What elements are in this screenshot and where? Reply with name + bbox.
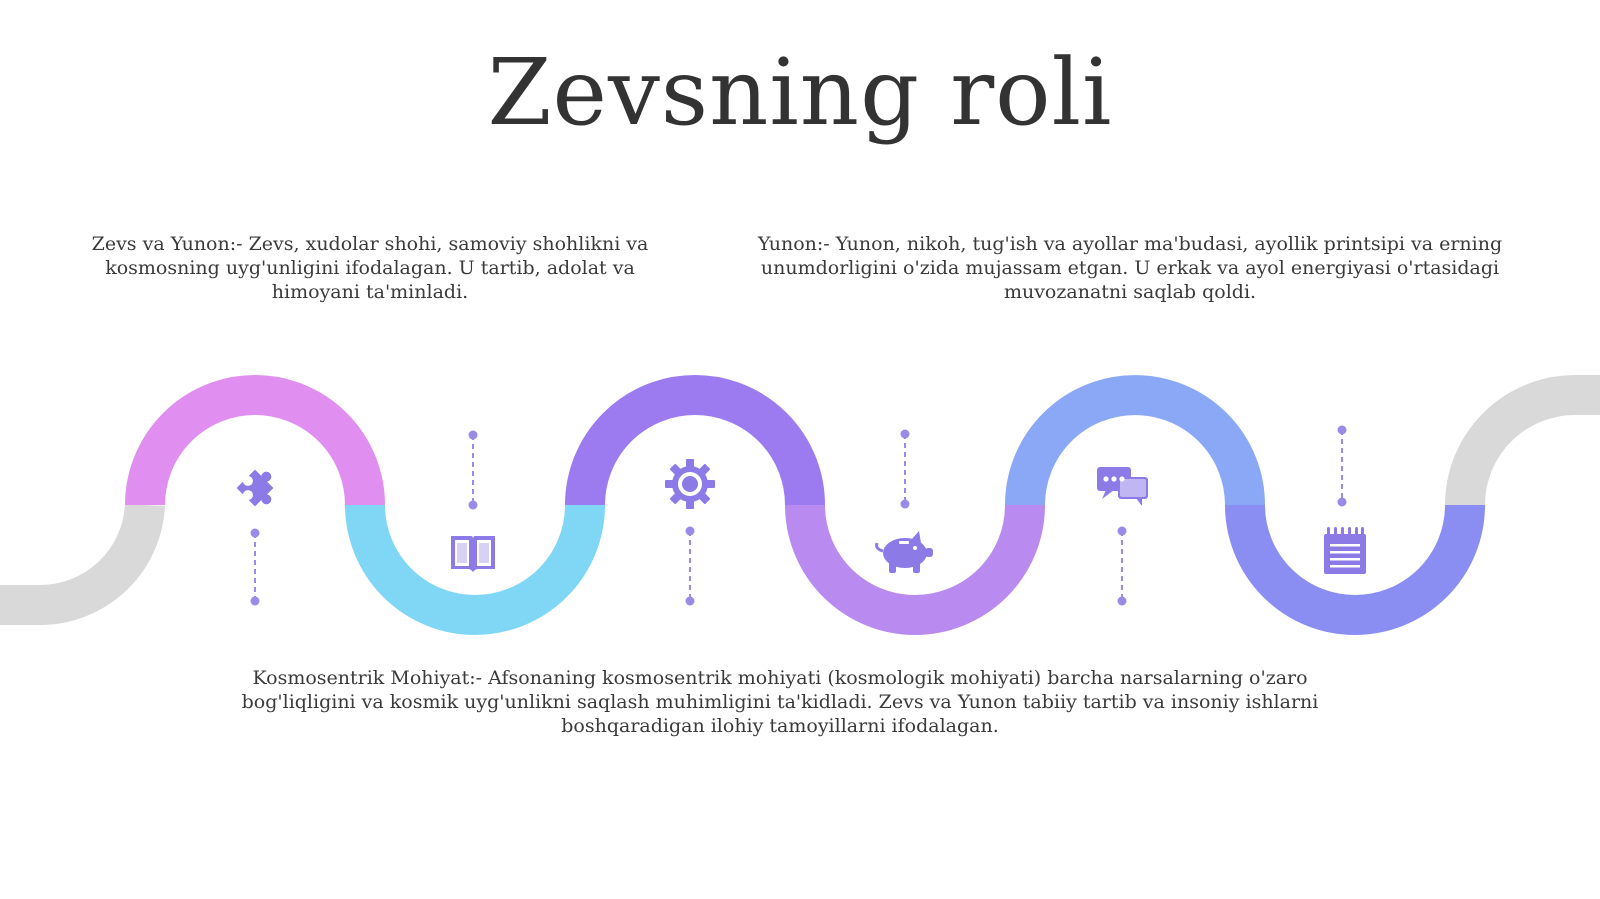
wave-segment-lavender — [785, 504, 1045, 635]
wave-segment-pink — [125, 375, 385, 506]
puzzle-icon — [236, 469, 274, 507]
wave-segment-blue — [1005, 375, 1265, 506]
connector-puzzle — [250, 528, 260, 606]
notepad-icon — [1324, 527, 1366, 574]
connector-book — [468, 430, 478, 510]
wave-segment-violet — [565, 375, 825, 506]
wave-segment-indigo — [1225, 504, 1485, 635]
connector-piggy — [900, 429, 910, 509]
page-title: Zevsning roli — [487, 39, 1113, 146]
chat-bubbles-icon — [1097, 467, 1148, 506]
zeus-hera-text: Zevs va Yunon:- Zevs, xudolar shohi, sam… — [91, 233, 649, 303]
hera-text: Yunon:- Yunon, nikoh, tug'ish va ayollar… — [757, 233, 1503, 303]
gear-icon — [665, 459, 715, 509]
book-icon — [451, 536, 495, 572]
wave-segment-grey-left — [0, 503, 165, 626]
wave-segment-grey-right — [1445, 375, 1600, 506]
connector-gear — [685, 526, 695, 606]
piggy-bank-icon — [875, 531, 933, 573]
connector-notepad — [1337, 425, 1347, 507]
cosmocentric-essence-text: Kosmosentrik Mohiyat:- Afsonaning kosmos… — [241, 667, 1319, 737]
connector-chat — [1117, 526, 1127, 606]
wave-segment-cyan — [345, 504, 605, 635]
